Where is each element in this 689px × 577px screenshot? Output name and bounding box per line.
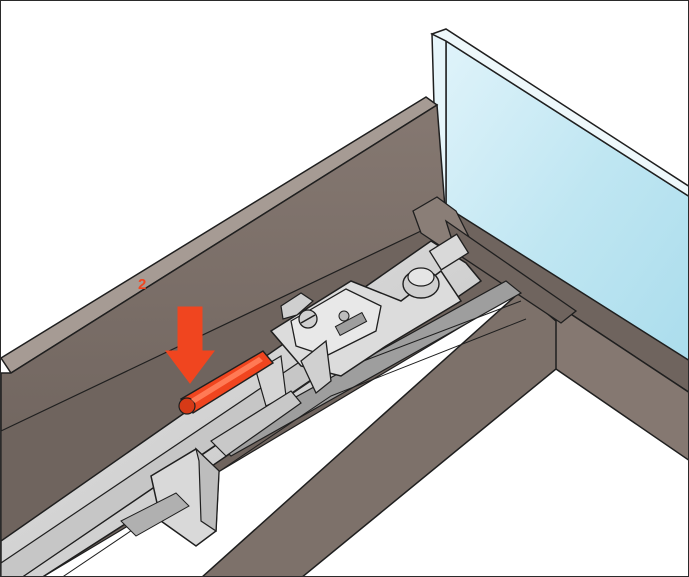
side-wall-lower-face — [202, 290, 557, 576]
step-number-label: 2 — [138, 276, 147, 293]
runner-end-clip — [120, 447, 220, 547]
locking-latch-arm — [300, 339, 332, 395]
locking-device-plate — [290, 288, 382, 357]
locking-device-slot — [334, 311, 368, 337]
locking-small-screw — [338, 310, 350, 322]
release-lever — [178, 350, 275, 415]
end-clip-groove — [120, 492, 190, 537]
locking-lower-latch — [210, 390, 302, 457]
release-lever-highlight — [191, 357, 263, 403]
toothed-wheel — [280, 292, 314, 320]
locking-screw-slot — [300, 314, 316, 324]
adjustment-knob-top — [407, 267, 435, 287]
end-clip-face — [194, 447, 220, 533]
release-lever-tip — [178, 397, 196, 415]
glass-panel-top-edge — [430, 28, 688, 197]
step-arrow-shape — [165, 306, 215, 384]
adjustment-knob — [402, 233, 470, 299]
adjustment-knob-housing — [428, 233, 470, 271]
arrow-down-icon — [165, 306, 215, 384]
